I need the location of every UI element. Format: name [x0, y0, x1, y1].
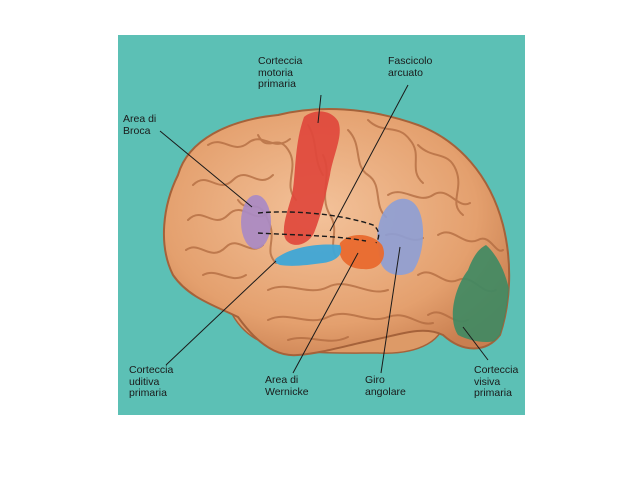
label-angular-gyrus: Giro angolare [365, 374, 406, 398]
label-motor-cortex: Corteccia motoria primaria [258, 55, 303, 90]
angular-gyrus-region [377, 198, 424, 276]
broca-area-region [241, 195, 271, 249]
brain-diagram-panel: Corteccia motoria primaria Fascicolo arc… [118, 35, 525, 415]
motor-cortex-region [283, 111, 340, 245]
label-wernicke-area: Area di Wernicke [265, 374, 309, 398]
label-auditory-cortex: Corteccia uditiva primaria [129, 364, 174, 399]
label-arcuate-fasciculus: Fascicolo arcuato [388, 55, 433, 79]
brain-shape [163, 108, 511, 357]
auditory-cortex-region [274, 244, 342, 266]
wernicke-area-region [339, 234, 384, 270]
label-leader-lines [159, 84, 489, 374]
label-visual-cortex: Corteccia visiva primaria [474, 364, 519, 399]
label-broca-area: Area di Broca [123, 113, 157, 137]
visual-cortex-region [452, 245, 510, 342]
arcuate-fasciculus-path [257, 211, 380, 244]
brain-illustration [159, 84, 511, 374]
